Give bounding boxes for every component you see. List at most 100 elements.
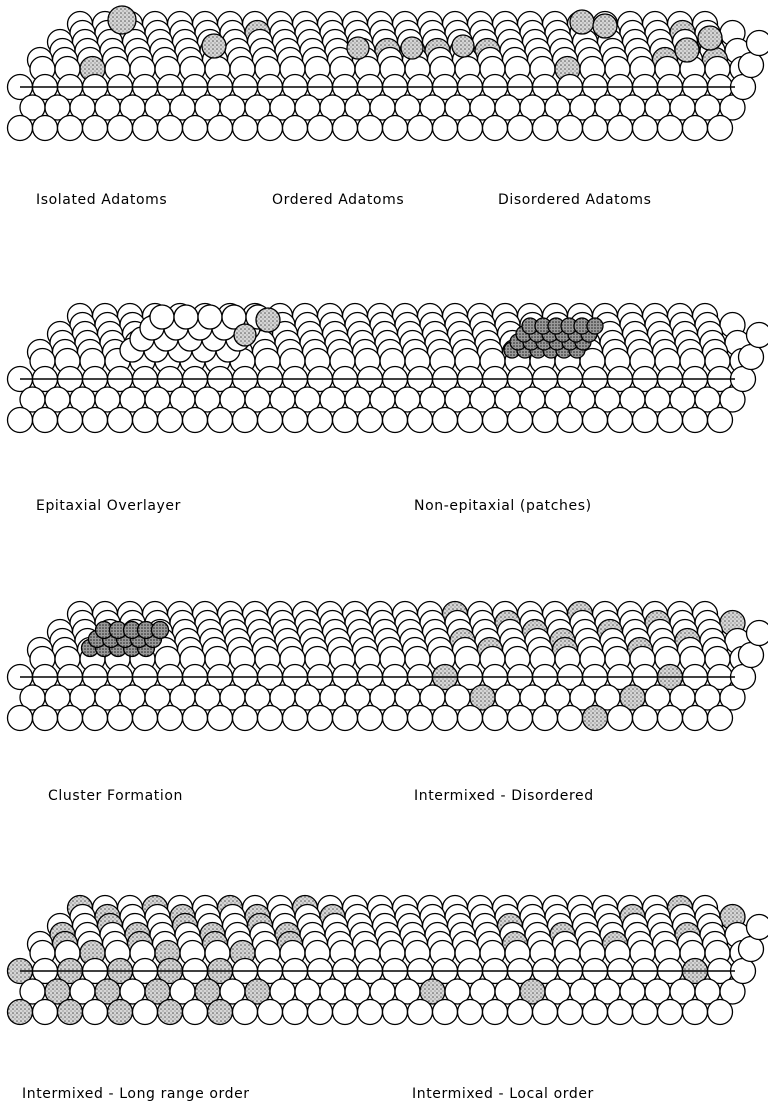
substrate-atom: [283, 1000, 308, 1025]
substrate-atom: [633, 1000, 658, 1025]
substrate-atom: [708, 1000, 733, 1025]
substrate-atom: [458, 408, 483, 433]
substrate-atom: [83, 116, 108, 141]
substrate-atom: [458, 706, 483, 731]
substrate-atom: [458, 116, 483, 141]
substrate-atom: [683, 116, 708, 141]
adsorbate-atom: [58, 1000, 83, 1025]
substrate-atom: [358, 1000, 383, 1025]
substrate-atom: [208, 408, 233, 433]
panel-cluster-intermixed: [8, 602, 768, 731]
adsorbate-atom: [698, 26, 722, 50]
substrate-atom: [58, 116, 83, 141]
adsorbate-atom: [593, 14, 617, 38]
substrate-atom: [108, 116, 133, 141]
substrate-atom: [508, 116, 533, 141]
substrate-atom: [558, 706, 583, 731]
substrate-atom: [508, 1000, 533, 1025]
substrate-atom: [183, 1000, 208, 1025]
substrate-atom: [333, 1000, 358, 1025]
substrate-atom: [158, 408, 183, 433]
substrate-atom: [483, 1000, 508, 1025]
substrate-atom: [258, 408, 283, 433]
substrate-atom: [739, 937, 764, 962]
substrate-atom: [258, 116, 283, 141]
overlayer-atom: [150, 305, 174, 329]
substrate-atom: [358, 408, 383, 433]
substrate-atom: [233, 1000, 258, 1025]
substrate-atom: [408, 116, 433, 141]
substrate-atom: [83, 1000, 108, 1025]
adsorbate-atom: [570, 10, 594, 34]
adsorbate-atom: [583, 706, 608, 731]
substrate-atom: [533, 706, 558, 731]
substrate-atom: [739, 643, 764, 668]
substrate-atom: [633, 408, 658, 433]
substrate-atom: [508, 408, 533, 433]
substrate-atom: [383, 116, 408, 141]
substrate-atom: [208, 116, 233, 141]
substrate-atom: [533, 1000, 558, 1025]
substrate-atom: [233, 706, 258, 731]
substrate-atom: [233, 408, 258, 433]
substrate-atom: [333, 706, 358, 731]
substrate-atom: [658, 408, 683, 433]
substrate-atom: [133, 408, 158, 433]
caption-ordered-adatoms: Ordered Adatoms: [272, 192, 404, 208]
substrate-atom: [658, 116, 683, 141]
substrate-atom: [158, 706, 183, 731]
panel-overlayers: [8, 304, 768, 433]
substrate-atom: [558, 408, 583, 433]
adsorbate-atom: [208, 1000, 233, 1025]
substrate-atom: [608, 408, 633, 433]
substrate-atom: [708, 408, 733, 433]
substrate-atom: [233, 116, 258, 141]
substrate-atom: [83, 408, 108, 433]
substrate-atom: [608, 116, 633, 141]
substrate-atom: [308, 408, 333, 433]
substrate-atom: [747, 915, 768, 940]
substrate-atom: [8, 408, 33, 433]
substrate-atom: [133, 706, 158, 731]
substrate-atom: [533, 116, 558, 141]
substrate-atom: [558, 1000, 583, 1025]
substrate-atom: [583, 1000, 608, 1025]
adsorbate-atom: [158, 1000, 183, 1025]
substrate-atom: [8, 116, 33, 141]
substrate-atom: [33, 1000, 58, 1025]
substrate-atom: [58, 706, 83, 731]
substrate-atom: [58, 408, 83, 433]
caption-isolated-adatoms: Isolated Adatoms: [36, 192, 167, 208]
cluster-atom: [152, 622, 169, 639]
caption-cluster-formation: Cluster Formation: [48, 788, 183, 804]
substrate-atom: [458, 1000, 483, 1025]
substrate-atom: [739, 345, 764, 370]
substrate-atom: [333, 116, 358, 141]
substrate-atom: [183, 408, 208, 433]
substrate-atom: [133, 1000, 158, 1025]
adsorbate-atom: [108, 6, 136, 34]
substrate-atom: [408, 706, 433, 731]
substrate-atom: [308, 116, 333, 141]
substrate-atom: [83, 706, 108, 731]
substrate-atom: [108, 408, 133, 433]
substrate-atom: [658, 1000, 683, 1025]
substrate-atom: [583, 116, 608, 141]
substrate-atom: [747, 621, 768, 646]
substrate-atom: [433, 408, 458, 433]
substrate-atom: [583, 408, 608, 433]
substrate-atom: [683, 408, 708, 433]
substrate-atom: [608, 1000, 633, 1025]
overlayer-atom: [174, 305, 198, 329]
substrate-atom: [258, 706, 283, 731]
substrate-atom: [433, 706, 458, 731]
substrate-atom: [683, 1000, 708, 1025]
substrate-atom: [283, 706, 308, 731]
substrate-atom: [383, 1000, 408, 1025]
adsorbate-atom: [108, 1000, 133, 1025]
adsorbate-atom: [452, 35, 474, 57]
adsorbate-atom: [234, 324, 256, 346]
substrate-atom: [183, 116, 208, 141]
substrate-atom: [708, 116, 733, 141]
adsorbate-atom: [202, 34, 226, 58]
